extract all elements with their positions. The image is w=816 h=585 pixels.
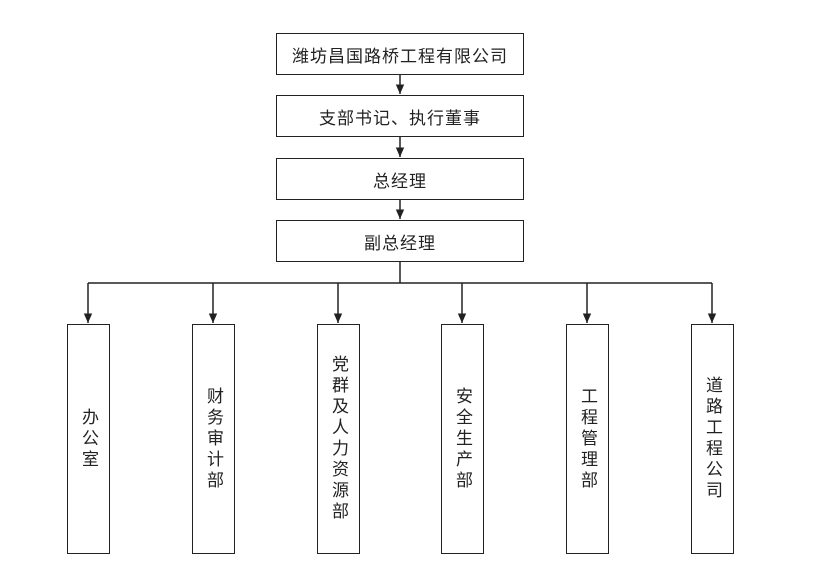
dept-finance-audit: 财务审计部 xyxy=(192,324,235,554)
dept-engineering-mgmt-label: 工程管理部 xyxy=(577,386,597,492)
dept-safety-production: 安全生产部 xyxy=(441,324,484,554)
box-deputy-general-manager: 副总经理 xyxy=(276,220,524,262)
dept-safety-production-label: 安全生产部 xyxy=(452,386,472,492)
dept-road-engineering-label: 道路工程公司 xyxy=(702,376,722,502)
dept-finance-audit-label: 财务审计部 xyxy=(203,386,223,492)
dept-office: 办公室 xyxy=(67,324,110,554)
dept-road-engineering: 道路工程公司 xyxy=(691,324,734,554)
deputy-general-manager-label: 副总经理 xyxy=(364,233,436,254)
dept-office-label: 办公室 xyxy=(78,407,98,471)
dept-engineering-mgmt: 工程管理部 xyxy=(566,324,609,554)
company-label: 潍坊昌国路桥工程有限公司 xyxy=(292,46,508,67)
secretary-label: 支部书记、执行董事 xyxy=(319,108,481,129)
general-manager-label: 总经理 xyxy=(373,171,427,192)
box-secretary: 支部书记、执行董事 xyxy=(276,95,524,137)
box-company: 潍坊昌国路桥工程有限公司 xyxy=(276,33,524,75)
dept-party-hr: 党群及人力资源部 xyxy=(317,324,360,554)
box-general-manager: 总经理 xyxy=(276,158,524,200)
dept-party-hr-label: 党群及人力资源部 xyxy=(328,355,348,523)
